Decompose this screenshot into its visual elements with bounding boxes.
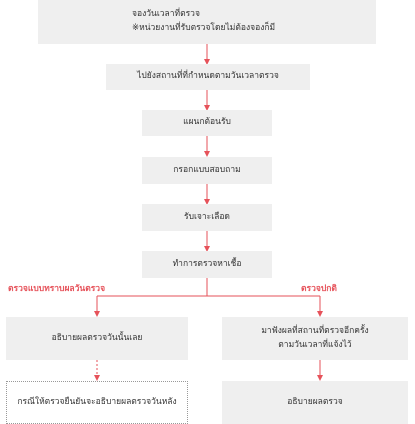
step-reception-label: แผนกต้อนรับ: [183, 117, 231, 128]
right-return-for-results: มาฟังผลที่สถานที่ตรวจอีกครั้ง ตามวันเวลา…: [222, 317, 408, 360]
step-book-line-2: ※หน่วยงานที่รับตรวจโดยไม่ต้องจองก็มี: [132, 23, 276, 33]
step-go-to-location: ไปยังสถานที่ที่กำหนดตามวันเวลาตรวจ: [106, 64, 310, 90]
step-book-appointment: จองวันเวลาที่ตรวจ ※หน่วยงานที่รับตรวจโดย…: [38, 0, 376, 44]
left-result-same-day: อธิบายผลตรวจวันนั้นเลย: [6, 317, 188, 360]
step-blood-draw: รับเจาะเลือด: [142, 204, 272, 231]
right-explain-label: อธิบายผลตรวจ: [287, 396, 343, 407]
step-test-label: ทำการตรวจหาเชื้อ: [172, 258, 242, 269]
step-questionnaire-label: กรอกแบบสอบถาม: [173, 164, 241, 175]
branch-label-normal: ตรวจปกติ: [301, 284, 337, 294]
branch-label-same-day: ตรวจแบบทราบผลวันตรวจ: [8, 284, 106, 294]
step-blood-label: รับเจาะเลือด: [184, 211, 230, 222]
right-return-line-1: มาฟังผลที่สถานที่ตรวจอีกครั้ง: [261, 325, 369, 336]
right-return-line-2: ตามวันเวลาที่แจ้งไว้: [278, 339, 352, 350]
step-book-line-1: จองวันเวลาที่ตรวจ: [132, 9, 200, 20]
step-infection-test: ทำการตรวจหาเชื้อ: [142, 251, 272, 278]
right-explain-results: อธิบายผลตรวจ: [222, 381, 408, 424]
step-questionnaire: กรอกแบบสอบถาม: [142, 157, 272, 184]
left-result-label: อธิบายผลตรวจวันนั้นเลย: [51, 332, 143, 343]
left-confirmation-label: กรณีให้ตรวจยืนยันจะอธิบายผลตรวจวันหลัง: [17, 396, 177, 407]
step-go-label: ไปยังสถานที่ที่กำหนดตามวันเวลาตรวจ: [137, 71, 279, 82]
left-confirmation-note: กรณีให้ตรวจยืนยันจะอธิบายผลตรวจวันหลัง: [6, 381, 188, 424]
step-reception: แผนกต้อนรับ: [142, 110, 272, 136]
